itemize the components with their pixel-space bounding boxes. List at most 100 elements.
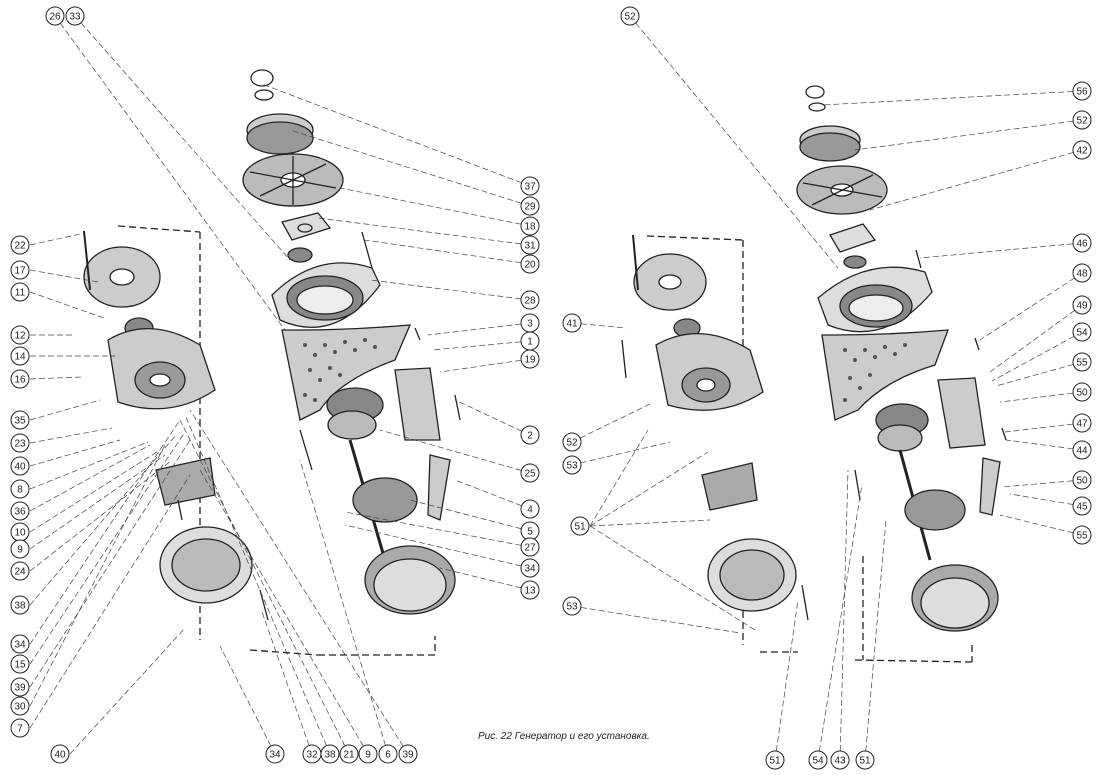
callout-label: 16 xyxy=(14,375,26,386)
callout-label: 19 xyxy=(524,355,536,366)
callout-label: 54 xyxy=(812,756,824,767)
callout-label: 9 xyxy=(365,750,371,761)
callout-circle xyxy=(45,6,65,26)
callout-label: 2 xyxy=(527,431,533,442)
callout-24: 24 xyxy=(10,561,30,581)
callout-51: 51 xyxy=(855,750,875,770)
callout-label: 26 xyxy=(49,12,61,23)
callout-label: 34 xyxy=(14,640,26,651)
callout-circle xyxy=(520,216,540,236)
callout-label: 17 xyxy=(14,266,26,277)
callout-circle xyxy=(10,235,30,255)
callout-circle xyxy=(520,254,540,274)
callout-label: 34 xyxy=(269,750,281,761)
callout-41: 41 xyxy=(562,313,582,333)
callout-33: 33 xyxy=(65,6,85,26)
callout-label: 43 xyxy=(834,756,846,767)
callout-circle xyxy=(1072,81,1092,101)
callout-circle xyxy=(520,558,540,578)
callout-9: 9 xyxy=(10,539,30,559)
callout-label: 38 xyxy=(14,601,26,612)
callout-label: 52 xyxy=(1076,116,1088,127)
callout-circle xyxy=(1072,470,1092,490)
callout-circle xyxy=(830,750,850,770)
callout-52: 52 xyxy=(620,6,640,26)
callout-label: 53 xyxy=(566,461,578,472)
callout-39: 39 xyxy=(398,744,418,764)
callout-circle xyxy=(10,696,30,716)
callout-circle xyxy=(10,654,30,674)
callout-circle xyxy=(10,282,30,302)
callout-4: 4 xyxy=(520,499,540,519)
callout-label: 34 xyxy=(524,564,536,575)
callout-circle xyxy=(339,744,359,764)
callout-label: 55 xyxy=(1076,531,1088,542)
callout-circle xyxy=(10,479,30,499)
callout-circle xyxy=(10,260,30,280)
callout-label: 27 xyxy=(524,543,536,554)
callout-label: 40 xyxy=(14,462,26,473)
callout-1: 1 xyxy=(520,331,540,351)
callout-circle xyxy=(10,677,30,697)
callout-circle xyxy=(1072,413,1092,433)
callout-circle xyxy=(520,176,540,196)
callout-label: 54 xyxy=(1076,328,1088,339)
callout-circle xyxy=(320,744,340,764)
callout-label: 51 xyxy=(574,522,586,533)
callout-15: 15 xyxy=(10,654,30,674)
callout-circle xyxy=(520,290,540,310)
callout-label: 3 xyxy=(527,319,533,330)
callout-circle xyxy=(10,346,30,366)
callout-20: 20 xyxy=(520,254,540,274)
callout-circle xyxy=(1072,233,1092,253)
callout-label: 6 xyxy=(385,750,391,761)
callout-42: 42 xyxy=(1072,140,1092,160)
callout-circle xyxy=(1072,525,1092,545)
callout-label: 20 xyxy=(524,260,536,271)
callout-label: 37 xyxy=(524,182,536,193)
right-assembly xyxy=(621,85,1007,663)
callout-51: 51 xyxy=(765,750,785,770)
callout-circle xyxy=(520,235,540,255)
callout-circle xyxy=(10,369,30,389)
callout-circle xyxy=(10,561,30,581)
callout-40: 40 xyxy=(50,744,70,764)
callout-label: 52 xyxy=(566,438,578,449)
callout-46: 46 xyxy=(1072,233,1092,253)
callout-55: 55 xyxy=(1072,352,1092,372)
callout-circle xyxy=(358,744,378,764)
callout-circle xyxy=(765,750,785,770)
callout-label: 29 xyxy=(524,202,536,213)
callout-23: 23 xyxy=(10,433,30,453)
callout-label: 55 xyxy=(1076,358,1088,369)
callout-circle xyxy=(265,744,285,764)
callout-36: 36 xyxy=(10,501,30,521)
callout-label: 1 xyxy=(527,337,533,348)
callout-circle xyxy=(855,750,875,770)
callout-19: 19 xyxy=(520,349,540,369)
callout-label: 7 xyxy=(17,724,23,735)
callout-label: 12 xyxy=(14,331,26,342)
callout-circle xyxy=(10,718,30,738)
callout-circle xyxy=(10,634,30,654)
callout-circle xyxy=(10,433,30,453)
callout-21: 21 xyxy=(339,744,359,764)
callout-circle xyxy=(10,595,30,615)
callout-38: 38 xyxy=(320,744,340,764)
callout-circle xyxy=(10,456,30,476)
callout-11: 11 xyxy=(10,282,30,302)
callout-circle xyxy=(808,750,828,770)
callout-39: 39 xyxy=(10,677,30,697)
callout-label: 41 xyxy=(566,319,578,330)
callout-43: 43 xyxy=(830,750,850,770)
figure-caption: Рис. 22 Генератор и его установка. xyxy=(478,731,650,742)
callout-52: 52 xyxy=(1072,110,1092,130)
callout-circle xyxy=(562,596,582,616)
callout-label: 15 xyxy=(14,660,26,671)
callout-55: 55 xyxy=(1072,525,1092,545)
callout-circle xyxy=(10,325,30,345)
callout-label: 44 xyxy=(1076,446,1088,457)
callout-53: 53 xyxy=(562,596,582,616)
